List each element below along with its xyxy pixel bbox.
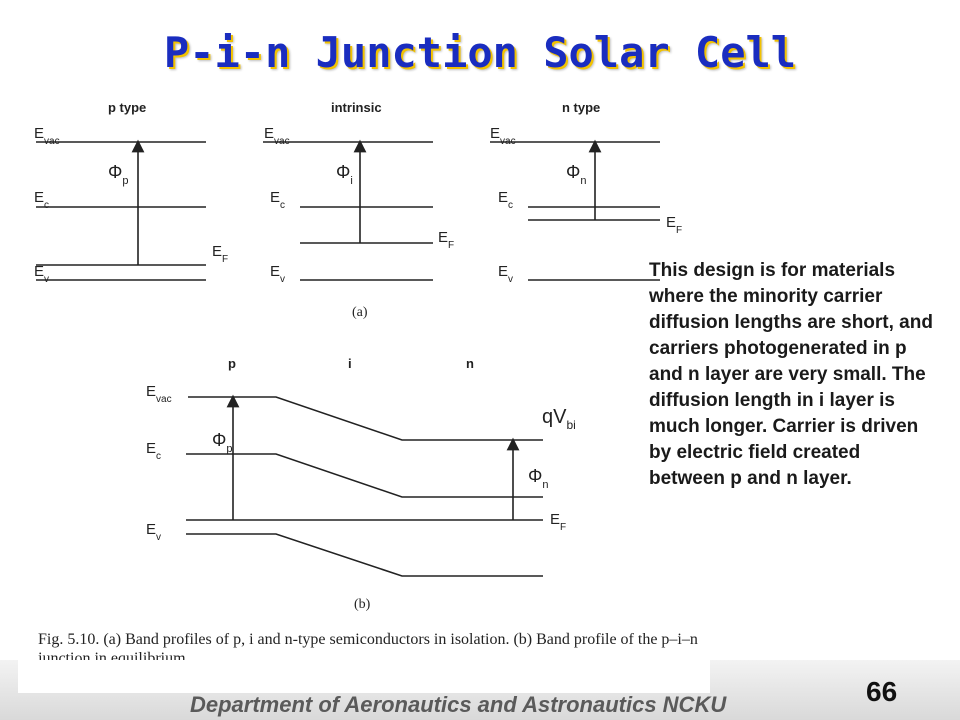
description-text: This design is for materials where the m…: [649, 260, 933, 489]
header-b-n: n: [466, 356, 474, 371]
n-type-band: [490, 139, 660, 281]
header-b-p: p: [228, 356, 236, 371]
header-intrinsic: intrinsic: [331, 100, 382, 115]
label-ef-n: EF: [666, 214, 682, 236]
label-qvbi: qVbi: [542, 406, 576, 432]
intrinsic-band: [263, 139, 433, 281]
label-ef-i: EF: [438, 229, 454, 251]
slide-title: P-i-n Junction Solar Cell: [163, 28, 797, 77]
label-ev-n: Ev: [498, 263, 513, 285]
panel-b-label: (b): [354, 597, 371, 612]
header-b-i: i: [348, 356, 352, 371]
page-number: 66: [866, 676, 898, 707]
p-type-band: [36, 139, 206, 281]
label-evac-i: Evac: [264, 125, 290, 147]
label-b-ef: EF: [550, 511, 566, 533]
panel-a-label: (a): [352, 305, 368, 320]
label-phi-n: Φn: [566, 162, 587, 187]
footer-white-strip: [18, 660, 710, 693]
header-n-type: n type: [562, 100, 600, 115]
label-evac-n: Evac: [490, 125, 516, 147]
label-evac-p: Evac: [34, 125, 60, 147]
header-p-type: p type: [108, 100, 146, 115]
label-b-phi-p: Φp: [212, 430, 233, 455]
band-diagram-svg: p type Evac Ec Ev EF Φp intrinsic Evac E…: [34, 100, 682, 612]
pin-junction-band: [186, 394, 543, 577]
band-diagram-figure: p type Evac Ec Ev EF Φp intrinsic Evac E…: [18, 90, 718, 695]
label-ec-p: Ec: [34, 189, 49, 211]
label-ec-n: Ec: [498, 189, 513, 211]
label-phi-i: Φi: [336, 162, 353, 187]
label-ef-p: EF: [212, 243, 228, 265]
label-b-evac: Evac: [146, 383, 172, 405]
label-b-ev: Ev: [146, 521, 161, 543]
label-ec-i: Ec: [270, 189, 285, 211]
label-ev-i: Ev: [270, 263, 285, 285]
label-b-ec: Ec: [146, 440, 161, 462]
label-phi-p: Φp: [108, 162, 129, 187]
label-ev-p: Ev: [34, 263, 49, 285]
department-footer: Department of Aeronautics and Astronauti…: [190, 692, 727, 717]
label-b-phi-n: Φn: [528, 466, 549, 491]
